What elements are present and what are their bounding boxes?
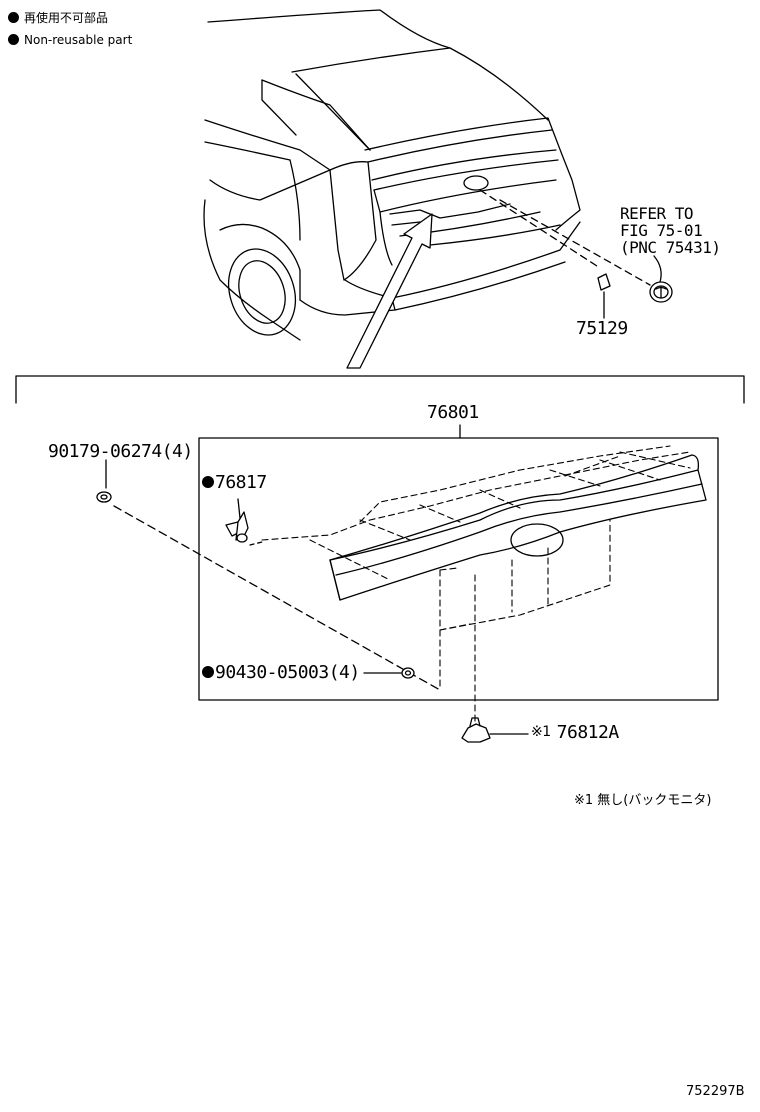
part-number-90430[interactable]: 90430-05003(4) <box>202 662 360 683</box>
reference-line-1: REFER TO <box>620 204 694 223</box>
non-reusable-dot-icon <box>8 34 19 45</box>
part-number-90179[interactable]: 90179-06274(4) <box>48 441 193 462</box>
legend-en-text: Non-reusable part <box>24 33 133 47</box>
legend-jp-text: 再使用不可部品 <box>24 11 109 25</box>
nut-90179-drawing <box>96 459 441 691</box>
part-number-75129[interactable]: 75129 <box>576 318 628 339</box>
reference-line-2: FIG 75-01 <box>620 221 703 240</box>
part-number-76801[interactable]: 76801 <box>427 402 479 423</box>
footnote: ※1 無し(バックモニタ) <box>574 793 712 808</box>
vehicle-rear-illustration <box>203 9 673 369</box>
part-number-76812a-mark: ※1 <box>531 724 551 740</box>
garnish-76801-drawing <box>261 445 707 729</box>
clip-76817-drawing <box>225 498 263 546</box>
legend-non-reusable-jp: 再使用不可部品 <box>8 11 108 25</box>
legend-non-reusable-en: Non-reusable part <box>8 33 132 47</box>
section-bracket <box>15 375 745 404</box>
part-number-90430-text: 90430-05003(4) <box>215 662 360 683</box>
clip-76812a-drawing <box>461 717 529 743</box>
part-number-76817-text: 76817 <box>215 472 267 493</box>
part-number-76812a-text: 76812A <box>556 722 620 743</box>
non-reusable-dot-icon <box>8 12 19 23</box>
part-number-76817[interactable]: 76817 <box>202 472 267 493</box>
nut-90430-drawing <box>363 667 415 679</box>
assembly-box <box>198 437 719 701</box>
figure-id: 752297B <box>686 1084 745 1099</box>
reference-line-3: (PNC 75431) <box>620 238 721 257</box>
part-number-76812a[interactable]: ※1 76812A <box>531 722 619 743</box>
